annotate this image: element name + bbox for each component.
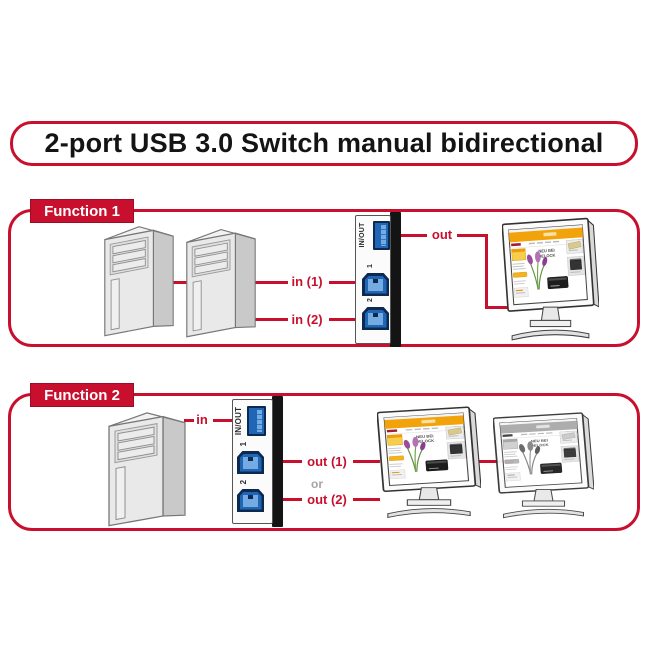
black-device-image bbox=[540, 462, 563, 474]
connection-label-out1: out (1) bbox=[307, 454, 347, 469]
tower-front-face bbox=[104, 229, 154, 337]
connection-line bbox=[248, 318, 288, 321]
connection-line bbox=[184, 419, 194, 422]
connection-line bbox=[283, 460, 302, 463]
connection-line bbox=[353, 460, 380, 463]
monitor-icon: NEU BEI DELOCK bbox=[502, 217, 599, 341]
computer-tower-2 bbox=[185, 224, 257, 338]
monitor-function1: NEU BEI DELOCK bbox=[502, 215, 599, 346]
page-title: 2-port USB 3.0 Switch manual bidirection… bbox=[44, 128, 604, 158]
computer-tower-icon bbox=[186, 229, 256, 338]
tower-front-face bbox=[108, 415, 164, 527]
tower-front-face bbox=[186, 232, 236, 338]
function1-label: Function 1 bbox=[30, 199, 134, 223]
webpage-headline-line1: NEU BEI bbox=[416, 433, 434, 439]
usb-switch-function2: IN/OUT 1 2 bbox=[232, 396, 283, 527]
monitor-icon: NEU BEI DELOCK bbox=[493, 412, 594, 519]
webpage-logo bbox=[386, 429, 398, 433]
computer-tower-1 bbox=[103, 221, 175, 337]
connection-line bbox=[485, 234, 488, 309]
front-slot bbox=[115, 466, 126, 521]
crocus-flower-image bbox=[526, 251, 548, 290]
connection-line bbox=[401, 234, 427, 237]
webpage-headline-line2: DELOCK bbox=[416, 438, 435, 444]
connection-label-out: out bbox=[431, 227, 453, 242]
connection-line bbox=[353, 498, 380, 501]
monitor-head: NEU BEI DELOCK bbox=[493, 412, 594, 494]
monitor-stand bbox=[511, 306, 590, 341]
webpage-content: NEU BEI DELOCK bbox=[384, 413, 466, 480]
port-label-inout: IN/OUT bbox=[234, 406, 243, 436]
webpage-headline-line1: NEU BEI bbox=[538, 247, 555, 253]
monitor-head: NEU BEI DELOCK bbox=[377, 406, 481, 493]
switch-black-strip bbox=[272, 396, 283, 527]
connection-line bbox=[329, 281, 357, 284]
computer-tower-icon bbox=[108, 412, 186, 527]
switch-black-strip bbox=[390, 212, 401, 347]
connection-line bbox=[283, 498, 302, 501]
port-label-inout: IN/OUT bbox=[359, 222, 366, 248]
webpage-sidebar-button bbox=[512, 271, 528, 278]
monitor-function2-primary: NEU BEI DELOCK bbox=[377, 404, 481, 523]
connection-line bbox=[248, 281, 288, 284]
usb-port-2-icon bbox=[362, 307, 389, 330]
usb-port-1-icon bbox=[362, 273, 389, 296]
connection-label-out2: out (2) bbox=[307, 492, 347, 507]
computer-tower-3 bbox=[107, 407, 187, 527]
black-device-image bbox=[425, 459, 449, 472]
webpage-product-thumbs bbox=[565, 239, 585, 276]
usb-port-inout-icon bbox=[247, 406, 266, 436]
webpage-content: NEU BEI DELOCK bbox=[508, 224, 585, 298]
monitor-head: NEU BEI DELOCK bbox=[502, 217, 599, 312]
front-slot bbox=[192, 280, 202, 332]
connection-label-or: or bbox=[311, 477, 323, 491]
title-banner: 2-port USB 3.0 Switch manual bidirection… bbox=[10, 121, 638, 166]
computer-tower-icon bbox=[104, 226, 174, 337]
monitor-function2-secondary: NEU BEI DELOCK bbox=[493, 410, 594, 523]
crocus-flower-image bbox=[403, 436, 426, 472]
monitor-stand bbox=[502, 489, 585, 519]
connection-line bbox=[173, 281, 193, 284]
usb-port-1-icon bbox=[237, 451, 264, 474]
webpage-product-thumbs bbox=[559, 430, 580, 463]
usb-port-inout-icon bbox=[373, 221, 390, 250]
webpage-sidebar-button bbox=[388, 455, 405, 461]
connection-label-in: in bbox=[196, 412, 208, 427]
usb-port-2-icon bbox=[237, 489, 264, 512]
crocus-flower-image bbox=[519, 441, 541, 475]
webpage-headline-line2: DELOCK bbox=[531, 442, 549, 448]
connection-line bbox=[477, 460, 514, 463]
black-device-image bbox=[547, 276, 569, 290]
connection-line bbox=[485, 306, 509, 309]
port-label-1: 1 bbox=[239, 441, 248, 447]
usb-switch-function1: IN/OUT 1 2 bbox=[355, 212, 401, 347]
port-label-1: 1 bbox=[367, 263, 374, 269]
webpage-product-thumbs bbox=[445, 425, 466, 460]
webpage-headline-line2: DELOCK bbox=[538, 253, 555, 259]
connection-label-in1: in (1) bbox=[291, 274, 323, 289]
connection-line bbox=[213, 419, 233, 422]
webpage-sidebar-button bbox=[504, 459, 520, 465]
webpage-content: NEU BEI DELOCK bbox=[499, 418, 580, 482]
connection-line bbox=[457, 234, 488, 237]
webpage-headline-line1: NEU BEI bbox=[531, 438, 548, 444]
webpage-logo bbox=[502, 434, 513, 437]
function2-label: Function 2 bbox=[30, 383, 134, 407]
monitor-icon: NEU BEI DELOCK bbox=[377, 406, 481, 519]
port-label-2: 2 bbox=[239, 479, 248, 485]
webpage-logo bbox=[511, 242, 521, 247]
front-slot bbox=[110, 278, 120, 331]
connection-line bbox=[329, 318, 357, 321]
port-label-2: 2 bbox=[367, 297, 374, 303]
connection-label-in2: in (2) bbox=[291, 312, 323, 327]
monitor-stand bbox=[387, 487, 471, 519]
